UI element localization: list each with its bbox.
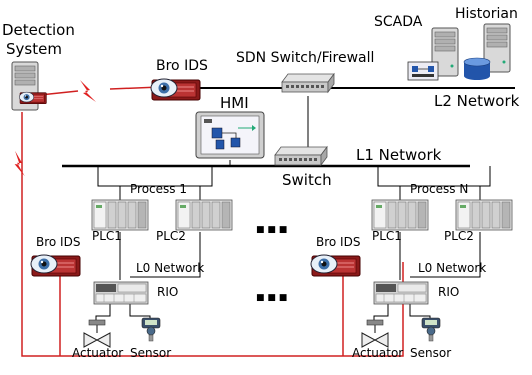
bro-ids-eye-icon (30, 254, 81, 277)
attack-lightning-icon (9, 150, 31, 177)
l0-network-label: L0 Network (418, 261, 486, 275)
detection-system-label-line1: Detection (2, 21, 75, 39)
rio-label: RIO (157, 285, 178, 299)
process-1: Process 1 PLC1 PLC2 Bro IDS L0 Network R… (30, 182, 233, 360)
l2-network-label: L2 Network (434, 92, 520, 110)
sdn-switch-firewall: SDN Switch/Firewall (236, 50, 374, 93)
plc-rack-icon (175, 199, 233, 231)
remote-io-icon (93, 281, 149, 305)
scada-station: SCADA (374, 14, 459, 81)
bro-ids-eye-icon (310, 254, 361, 277)
bro-ids-top-label: Bro IDS (156, 58, 208, 74)
bro-ids-eye-icon (19, 91, 47, 104)
scada-label: SCADA (374, 14, 423, 30)
pressure-sensor-icon (141, 317, 161, 342)
detection-system-label-line2: System (6, 40, 62, 58)
detection-system: Detection System (2, 21, 75, 111)
database-icon (463, 57, 491, 80)
network-switch-icon (274, 146, 328, 166)
hmi: HMI (195, 94, 265, 159)
ellipsis-dots: ■ ■ ■ (256, 293, 287, 303)
bro-ids-top: Bro IDS (150, 58, 208, 101)
ellipsis-dots: ■ ■ ■ (256, 225, 287, 235)
remote-io-icon (373, 281, 429, 305)
pressure-sensor-icon (421, 317, 441, 342)
valve-actuator-icon (83, 319, 111, 348)
sensor-label: Sensor (410, 346, 451, 360)
plc-rack-icon (371, 199, 429, 231)
process-n: Process N PLC1 PLC2 Bro IDS L0 Network R… (310, 182, 513, 360)
l0-network-label: L0 Network (136, 261, 204, 275)
bro-ids-label: Bro IDS (316, 235, 360, 249)
actuator-label: Actuator (72, 346, 123, 360)
hmi-screen-icon (204, 119, 256, 150)
sdn-switch-firewall-label: SDN Switch/Firewall (236, 50, 374, 66)
plc2-label: PLC2 (444, 229, 474, 243)
valve-actuator-icon (361, 319, 389, 348)
l1-switch: Switch (274, 146, 332, 189)
actuator-label: Actuator (352, 346, 403, 360)
plc-rack-icon (455, 199, 513, 231)
network-switch-icon (281, 73, 335, 93)
process-1-label: Process 1 (130, 182, 187, 196)
red-monitoring-links (21, 86, 404, 357)
plc1-label: PLC1 (372, 229, 402, 243)
plc2-label: PLC2 (156, 229, 186, 243)
historian-label: Historian (455, 6, 518, 22)
switch-label: Switch (282, 171, 332, 189)
attack-lightning-icon (80, 80, 96, 102)
bro-ids-label: Bro IDS (36, 235, 80, 249)
sensor-label: Sensor (130, 346, 171, 360)
plc1-label: PLC1 (92, 229, 122, 243)
historian: Historian (455, 6, 518, 80)
l1-network-label: L1 Network (356, 146, 442, 164)
hmi-label: HMI (220, 94, 249, 112)
scada-panel-icon (407, 61, 439, 81)
process-n-label: Process N (410, 182, 468, 196)
rio-label: RIO (438, 285, 459, 299)
bro-ids-eye-icon (150, 78, 201, 101)
plc-rack-icon (91, 199, 149, 231)
